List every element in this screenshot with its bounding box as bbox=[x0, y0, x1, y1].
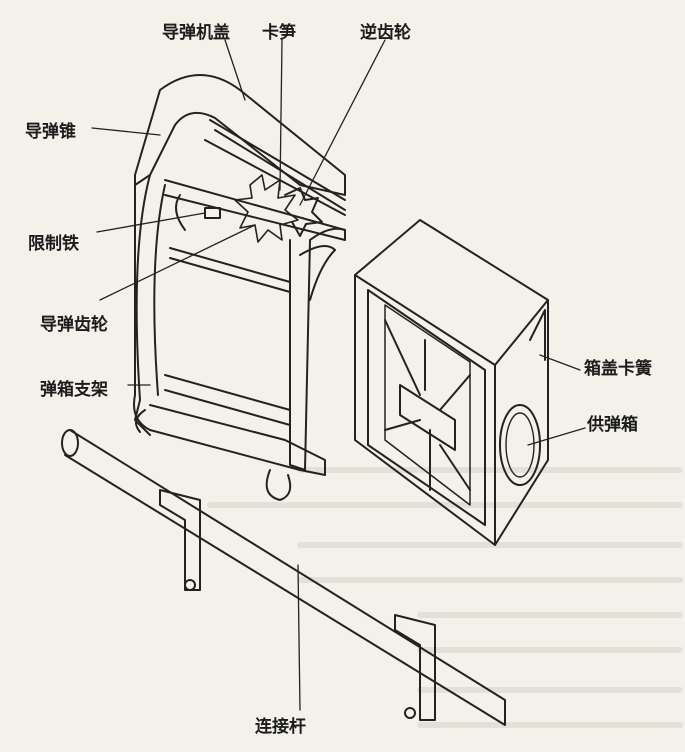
magazine-bracket bbox=[133, 74, 346, 501]
feed-box bbox=[354, 219, 549, 546]
label-magazine-bracket: 弹箱支架 bbox=[40, 380, 108, 400]
label-reverse-gear: 逆齿轮 bbox=[360, 23, 411, 43]
label-missile-cone: 导弹锥 bbox=[25, 122, 76, 142]
leader-lines bbox=[91, 39, 586, 711]
label-missile-cover: 导弹机盖 bbox=[162, 23, 230, 43]
label-latch: 卡笋 bbox=[262, 23, 296, 43]
label-connecting-rod: 连接杆 bbox=[255, 717, 306, 737]
bleed-through-text bbox=[207, 467, 683, 728]
label-limit-iron: 限制铁 bbox=[28, 234, 79, 254]
label-lid-spring: 箱盖卡簧 bbox=[584, 359, 652, 379]
label-feed-box: 供弹箱 bbox=[587, 415, 638, 435]
connecting-rod bbox=[61, 429, 506, 726]
label-missile-gear: 导弹齿轮 bbox=[40, 315, 108, 335]
